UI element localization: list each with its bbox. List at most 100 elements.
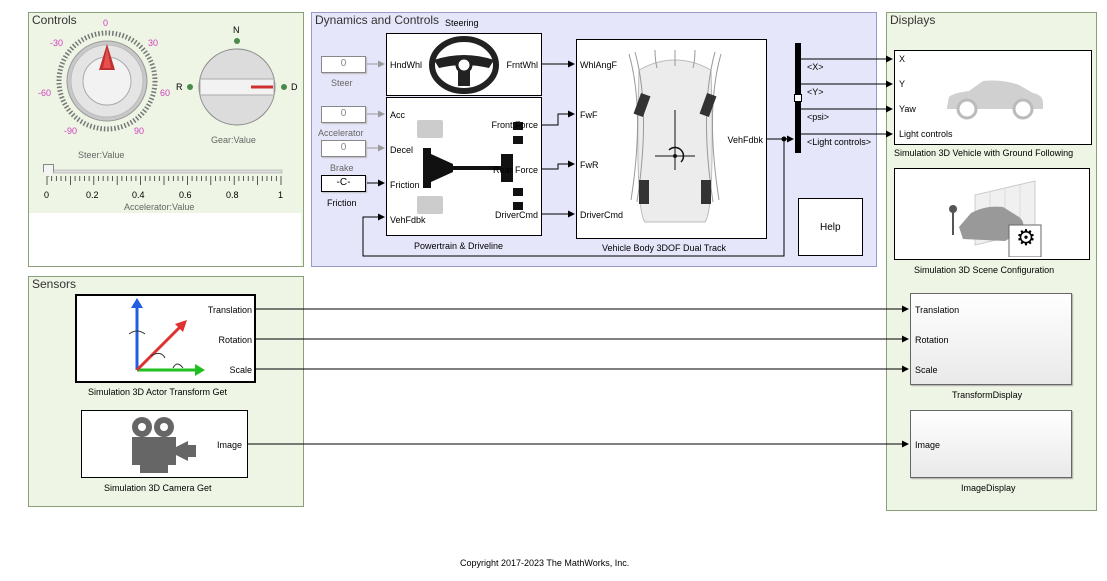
accel-tick-0-6: 0.6 <box>179 190 192 200</box>
scene-car-icon <box>949 180 1042 257</box>
accelerator-constant-label: Accelerator <box>318 128 364 138</box>
steer-knob-label: Steer:Value <box>78 150 125 160</box>
actor-transform-port-translation: Translation <box>207 305 252 315</box>
sim3d-vehicle-port-x: X <box>899 54 906 64</box>
bus-signal-y: <Y> <box>807 87 824 97</box>
sim3d-vehicle-block[interactable]: X Y Yaw Light controls <box>894 50 1092 145</box>
axes-icon <box>128 298 205 376</box>
image-display-port-image: Image <box>915 440 941 450</box>
powertrain-block-title: Powertrain & Driveline <box>414 241 504 251</box>
steering-in-port: HndWhl <box>390 60 423 70</box>
bus-signal-light: <Light controls> <box>807 137 872 147</box>
powertrain-out-front: Front Force <box>491 120 538 130</box>
sim3d-vehicle-port-y: Y <box>899 79 906 89</box>
steering-wheel-icon <box>429 36 499 94</box>
accel-tick-0-8: 0.8 <box>226 190 239 200</box>
transform-display-port-translation: Translation <box>915 305 960 315</box>
gear-dot-n <box>234 38 240 44</box>
transform-display-port-rotation: Rotation <box>915 335 949 345</box>
powertrain-in-friction: Friction <box>390 180 420 190</box>
gear-label-n: N <box>233 25 240 35</box>
controls-area-title: Controls <box>32 13 77 27</box>
bus-signal-psi: <psi> <box>807 112 830 122</box>
powertrain-block[interactable]: Acc Decel Friction VehFdbk Front Force R… <box>386 97 542 236</box>
vehicle-body-in-fwr: FwR <box>580 160 599 170</box>
actor-transform-title: Simulation 3D Actor Transform Get <box>88 387 228 397</box>
camera-port-image: Image <box>216 440 242 450</box>
help-button[interactable]: Help <box>798 198 863 256</box>
accel-slider-thumb[interactable] <box>43 164 54 177</box>
steer-tick-60: 60 <box>160 88 171 98</box>
steer-knob[interactable] <box>56 30 158 132</box>
powertrain-in-vehfdbk: VehFdbk <box>390 215 426 225</box>
sensors-area-title: Sensors <box>32 277 77 291</box>
friction-constant[interactable]: -C- <box>321 175 366 192</box>
sim3d-vehicle-port-light: Light controls <box>899 129 953 139</box>
dynamics-area-title: Dynamics and Controls <box>315 13 440 27</box>
accel-tick-0-4: 0.4 <box>132 190 145 200</box>
accel-tick-0: 0 <box>44 190 50 200</box>
steer-tick-minus90: -90 <box>64 126 78 136</box>
steer-tick-minus30: -30 <box>50 38 64 48</box>
friction-constant-label: Friction <box>327 198 357 208</box>
scene-config-block[interactable]: ⚙ <box>894 168 1090 260</box>
bus-selector-marker <box>794 94 802 102</box>
steer-tick-minus60: -60 <box>38 88 52 98</box>
powertrain-out-rear: Rear Force <box>492 165 538 175</box>
displays-area-title: Displays <box>890 13 936 27</box>
accel-slider-track[interactable] <box>44 168 284 186</box>
vehicle-body-out-veh: VehFdbk <box>727 135 763 145</box>
sim3d-vehicle-block-title: Simulation 3D Vehicle with Ground Follow… <box>894 148 1074 158</box>
steering-out-port: FrntWhl <box>506 60 539 70</box>
controls-panel-mask <box>29 213 301 266</box>
vehicle-topview-icon <box>628 50 722 223</box>
camera-block-title: Simulation 3D Camera Get <box>104 483 212 493</box>
steer-tick-0: 0 <box>103 18 109 28</box>
actor-transform-port-rotation: Rotation <box>218 335 252 345</box>
actor-transform-port-scale: Scale <box>229 365 252 375</box>
transform-display-port-scale: Scale <box>915 365 938 375</box>
driveline-icon <box>417 120 523 214</box>
steer-tick-30: 30 <box>148 38 159 48</box>
accelerator-constant[interactable]: 0 <box>321 106 366 123</box>
steer-constant[interactable]: 0 <box>321 56 366 73</box>
steering-block-title: Steering <box>445 18 479 28</box>
accel-tick-1: 1 <box>278 190 284 200</box>
gear-settings-icon: ⚙ <box>1016 225 1036 250</box>
brake-constant[interactable]: 0 <box>321 140 366 157</box>
transform-display-block[interactable]: Translation Rotation Scale <box>910 293 1072 385</box>
brake-constant-label: Brake <box>330 163 354 173</box>
car-side-icon <box>947 80 1043 120</box>
vehicle-body-block[interactable]: WhlAngF FwF FwR DriverCmd VehFdbk <box>576 39 767 239</box>
steer-constant-label: Steer <box>331 78 353 88</box>
gear-dot-d <box>281 84 287 90</box>
copyright-text: Copyright 2017-2023 The MathWorks, Inc. <box>460 558 630 568</box>
powertrain-in-acc: Acc <box>390 110 406 120</box>
sim3d-vehicle-port-yaw: Yaw <box>899 104 916 114</box>
image-display-title: ImageDisplay <box>961 483 1016 493</box>
accel-slider-label: Accelerator:Value <box>124 202 195 212</box>
steering-block[interactable]: HndWhl FrntWhl <box>386 33 542 96</box>
gear-dot-r <box>187 84 193 90</box>
gear-switch[interactable] <box>197 47 277 127</box>
vehicle-body-block-title: Vehicle Body 3DOF Dual Track <box>602 243 727 253</box>
transform-display-title: TransformDisplay <box>952 390 1023 400</box>
vehicle-body-in-whl: WhlAngF <box>580 60 618 70</box>
vehicle-body-in-driver: DriverCmd <box>580 210 624 220</box>
actor-transform-block[interactable]: Translation Rotation Scale <box>75 294 256 383</box>
image-display-block[interactable]: Image <box>910 410 1072 478</box>
steer-tick-90: 90 <box>134 126 145 136</box>
powertrain-in-decel: Decel <box>390 145 414 155</box>
gear-label: Gear:Value <box>211 135 256 145</box>
gear-label-d: D <box>291 82 298 92</box>
powertrain-out-driver: DriverCmd <box>494 210 538 220</box>
accel-tick-0-2: 0.2 <box>86 190 99 200</box>
bus-signal-x: <X> <box>807 62 824 72</box>
camera-icon <box>132 417 196 473</box>
camera-block[interactable]: Image <box>81 410 248 478</box>
gear-label-r: R <box>176 82 183 92</box>
vehicle-body-in-fwf: FwF <box>580 110 598 120</box>
scene-config-block-title: Simulation 3D Scene Configuration <box>914 265 1055 275</box>
help-button-label: Help <box>820 222 841 233</box>
